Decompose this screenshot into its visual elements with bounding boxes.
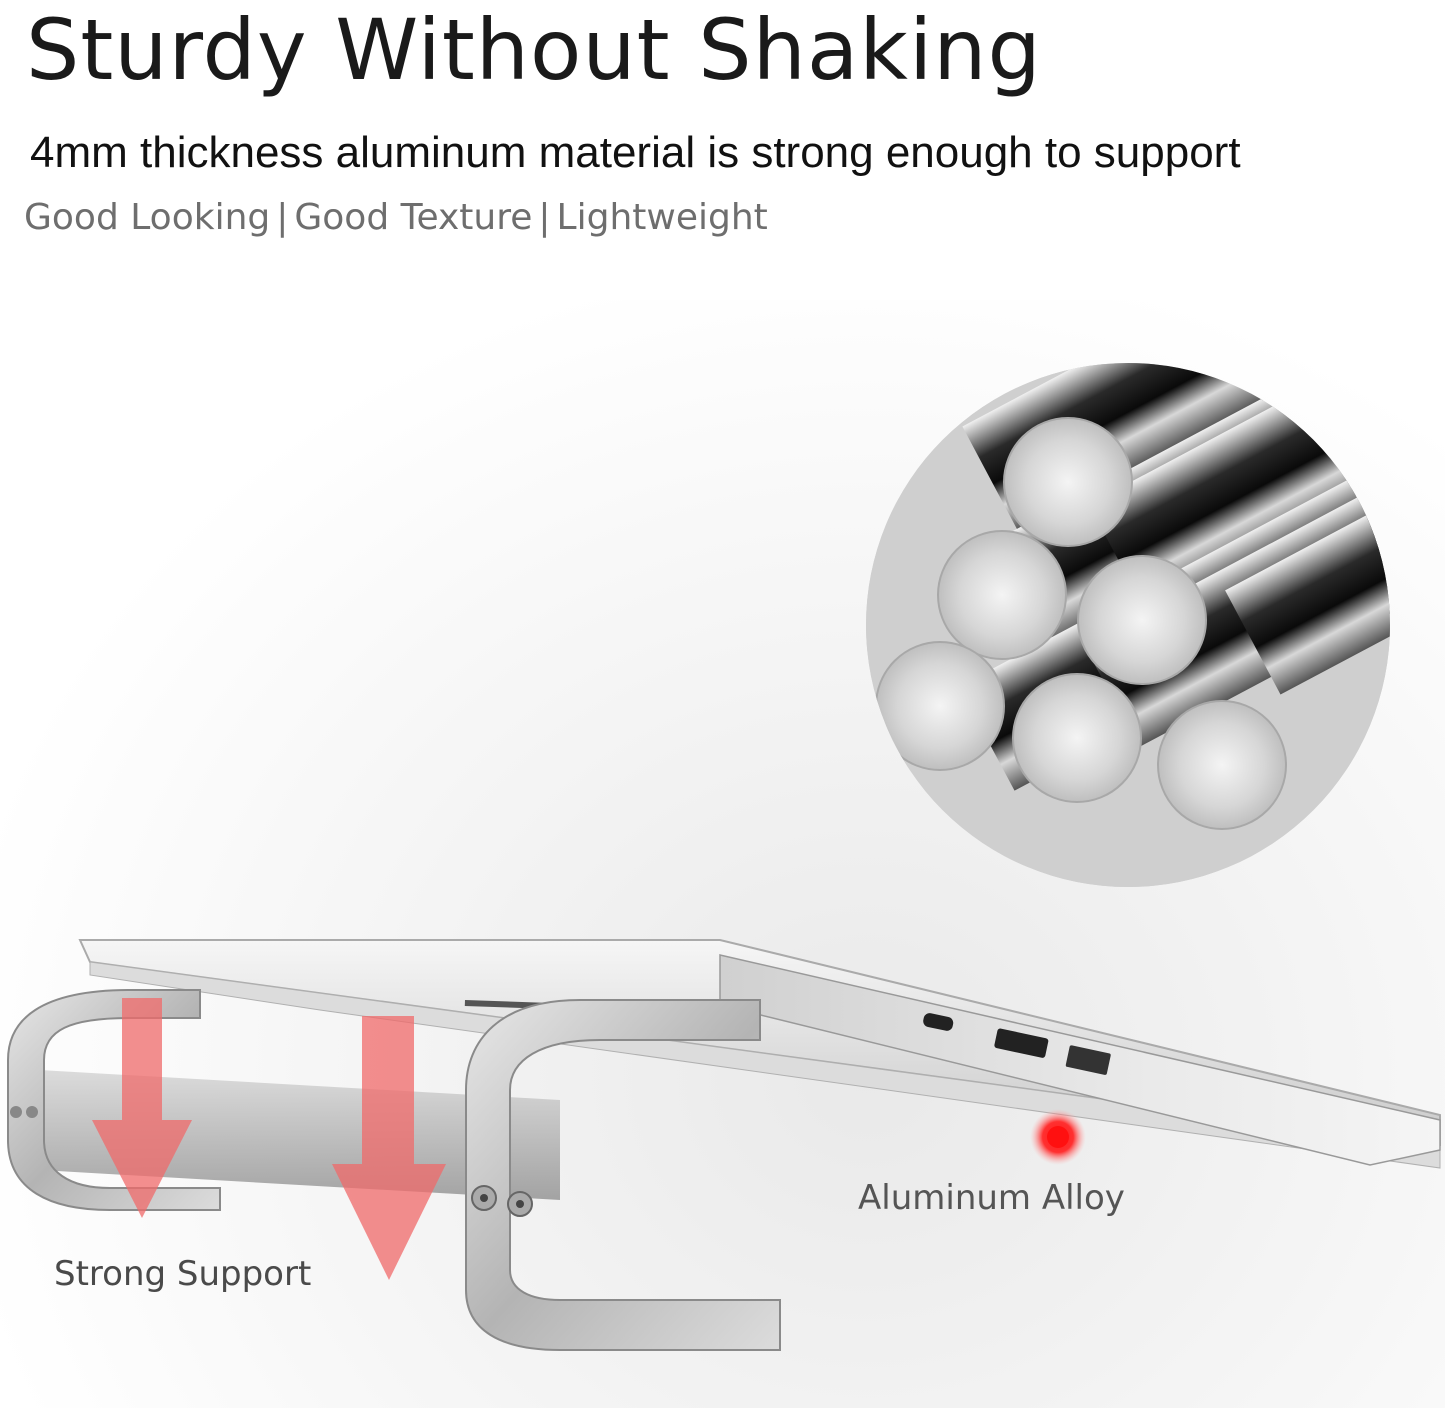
feature-separator: | <box>276 197 289 238</box>
aluminum-rods-closeup <box>866 363 1390 887</box>
feature-list: Good Looking|Good Texture|Lightweight <box>24 196 768 240</box>
feature-good-looking: Good Looking <box>24 197 271 238</box>
strong-support-label: Strong Support <box>54 1254 312 1294</box>
down-arrow-icon <box>332 1016 446 1280</box>
subtitle: 4mm thickness aluminum material is stron… <box>30 128 1241 177</box>
down-arrow-icon <box>92 998 192 1218</box>
page-title: Sturdy Without Shaking <box>26 1 1042 99</box>
red-dot-icon <box>1030 1109 1086 1165</box>
stand-leg-right <box>465 999 781 1351</box>
feature-lightweight: Lightweight <box>556 197 768 238</box>
feature-separator: | <box>538 197 551 238</box>
stand-leg-left <box>7 989 221 1211</box>
aluminum-alloy-label: Aluminum Alloy <box>858 1178 1125 1218</box>
feature-good-texture: Good Texture <box>294 197 533 238</box>
laptop <box>78 939 1441 1169</box>
